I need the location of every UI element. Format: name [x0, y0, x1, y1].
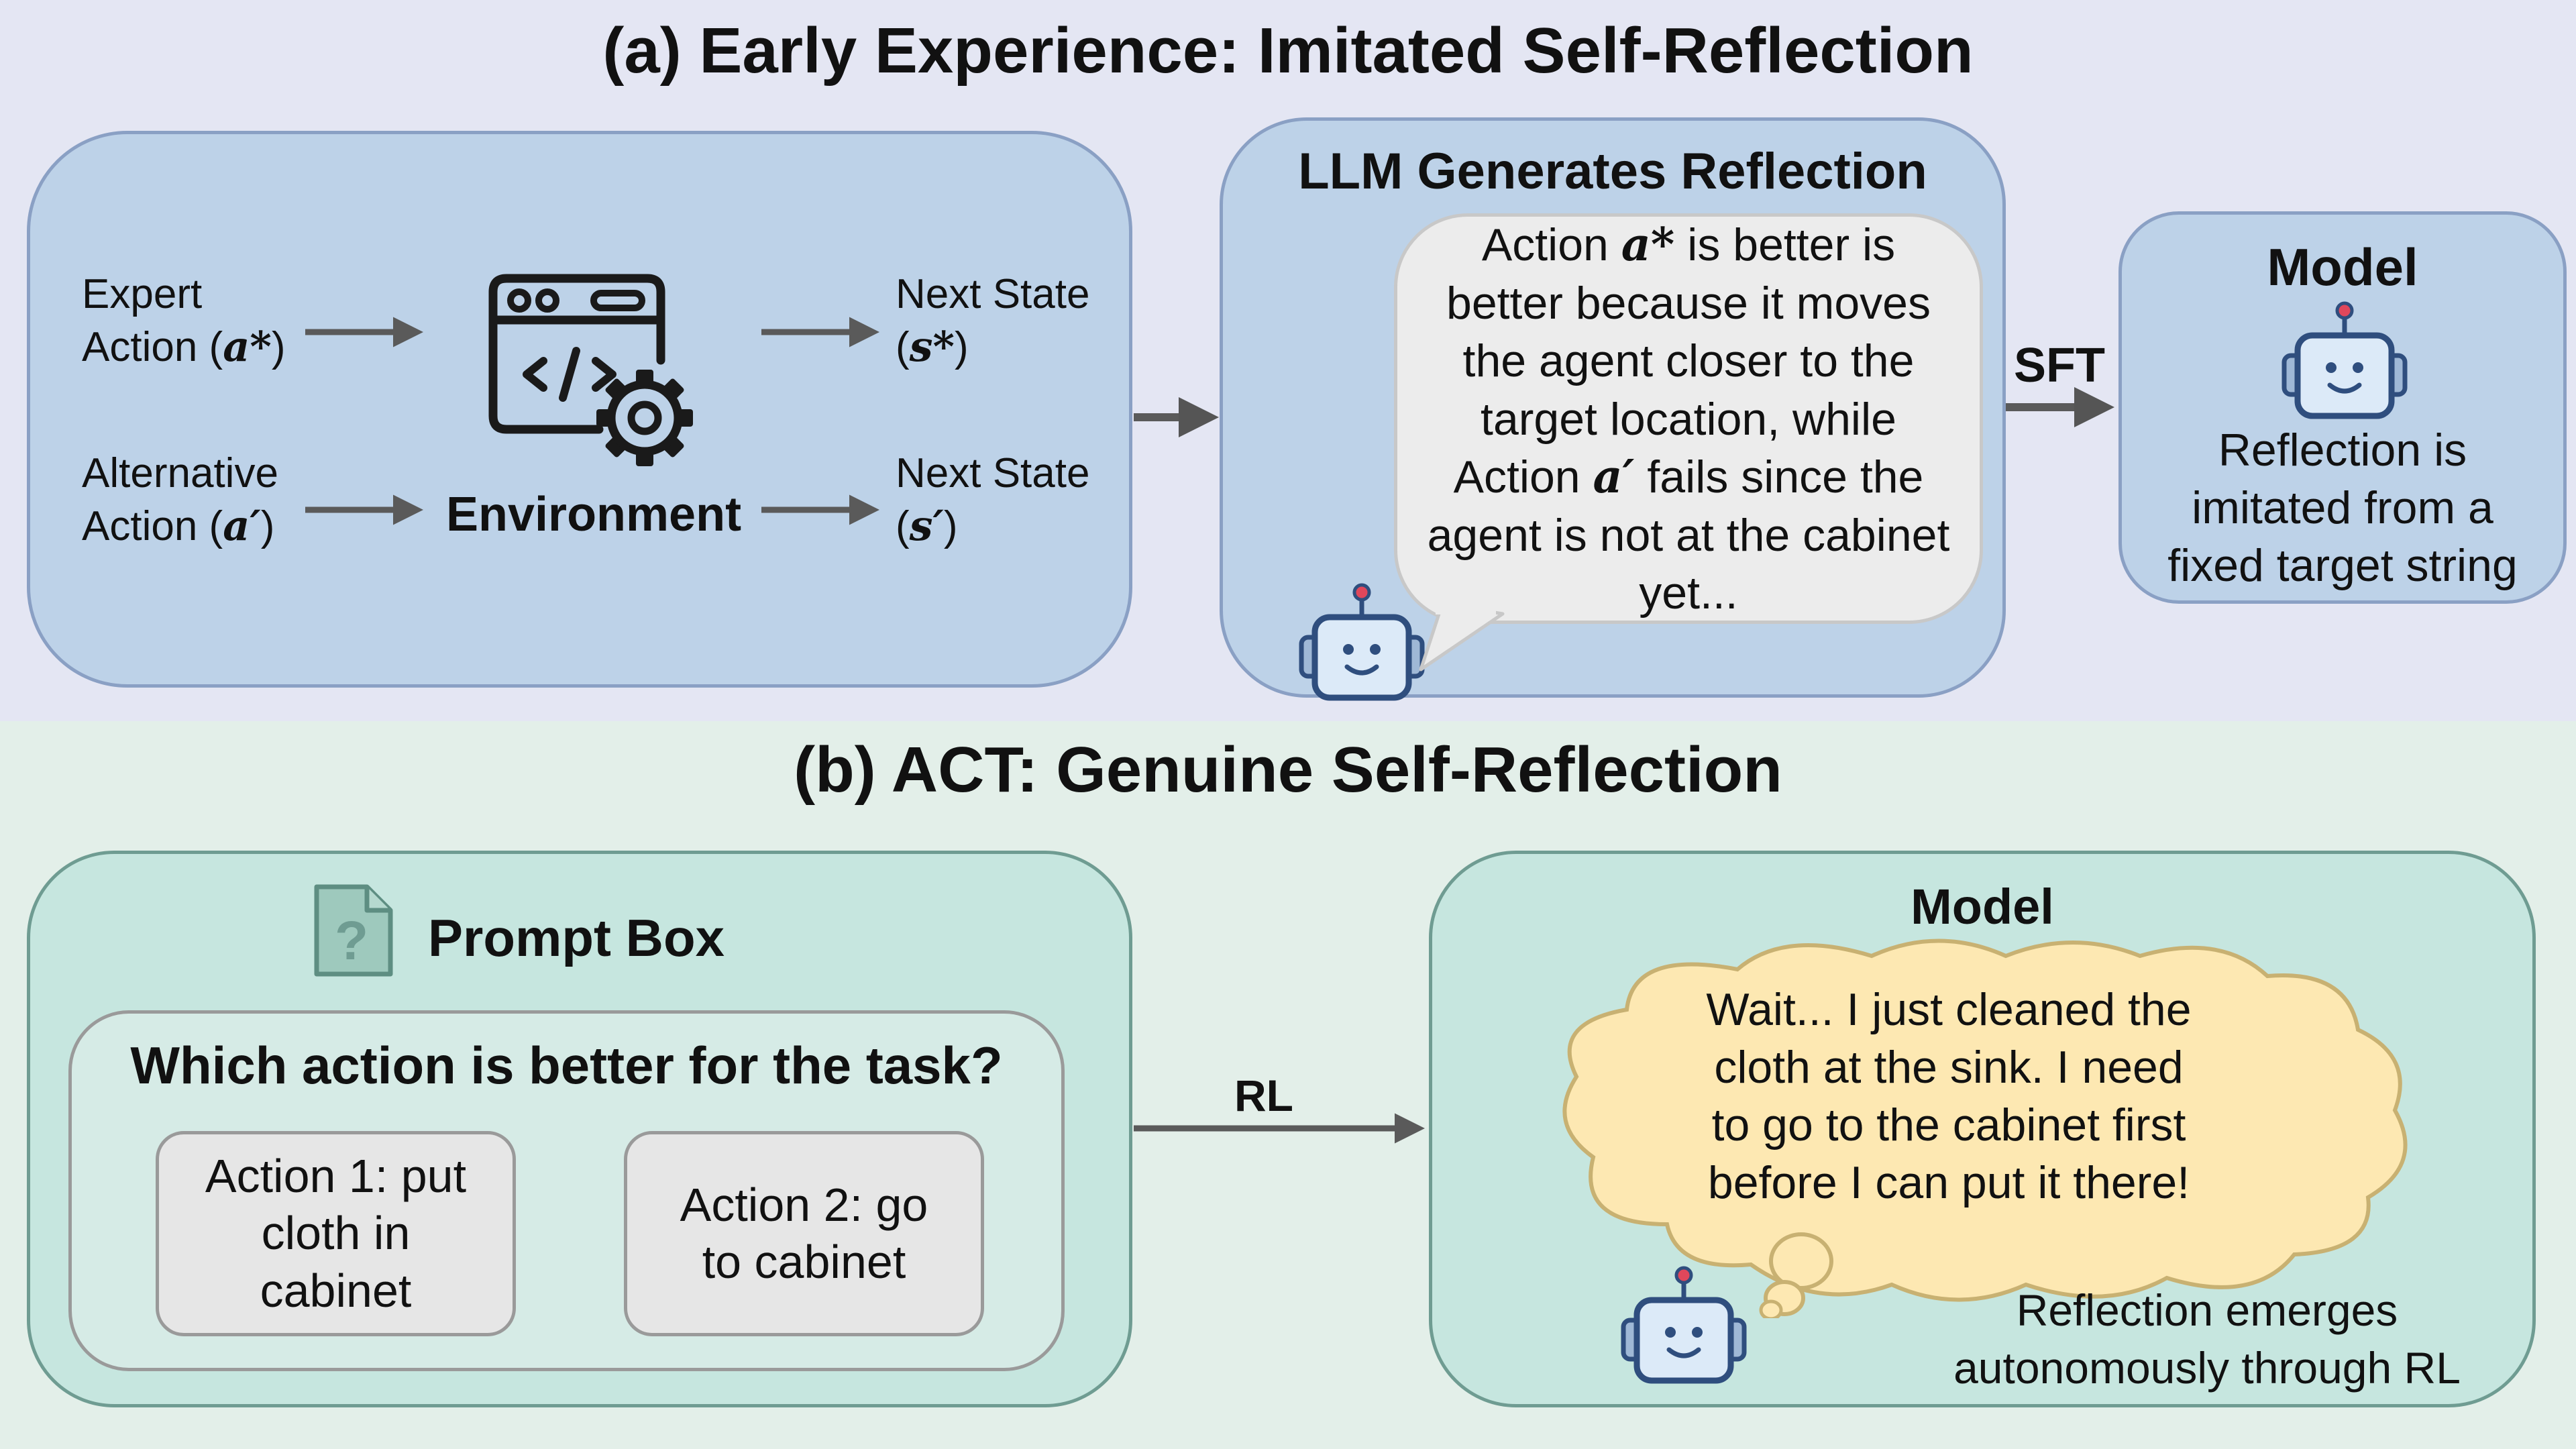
- reflection-speech-bubble: [1394, 213, 1983, 624]
- robot-icon: [2282, 301, 2408, 419]
- robot-icon: [1299, 583, 1425, 701]
- next-state-2-label: Next State (s′): [896, 450, 1090, 550]
- thought-cloud: [1562, 938, 2408, 1318]
- section-b-title: (b) ACT: Genuine Self-Reflection: [794, 734, 1782, 806]
- question-document-icon: ?: [314, 884, 393, 977]
- environment-panel: [27, 131, 1132, 688]
- action-option-2[interactable]: Action 2: go to cabinet: [624, 1131, 984, 1336]
- rl-label: RL: [1234, 1071, 1293, 1120]
- sft-model-panel: [2118, 211, 2567, 604]
- rl-model-title: Model: [1911, 879, 2054, 934]
- section-a-title: (a) Early Experience: Imitated Self-Refl…: [602, 15, 1974, 87]
- alternative-action-symbol: a′: [223, 500, 261, 550]
- code-window-gear-icon: [488, 274, 693, 466]
- sft-label: SFT: [2014, 339, 2105, 392]
- llm-panel-title: LLM Generates Reflection: [1298, 143, 1927, 200]
- reflection-text: Action a* is better is better because it…: [1427, 218, 1950, 619]
- thought-text: Wait... I just cleaned the cloth at the …: [1706, 984, 2192, 1208]
- next-state-1-symbol: s*: [909, 321, 955, 371]
- svg-text:?: ?: [335, 910, 368, 971]
- action-option-1[interactable]: Action 1: put cloth in cabinet: [156, 1131, 516, 1336]
- expert-action-symbol: a*: [223, 321, 272, 371]
- sft-model-description: Reflection is imitated from a fixed targ…: [2167, 425, 2518, 591]
- prompt-question: Which action is better for the task?: [130, 1036, 1003, 1095]
- robot-icon: [1621, 1266, 1747, 1384]
- alternative-action-label: Alternative Action (a′): [82, 450, 278, 550]
- next-state-2-symbol: s′: [909, 500, 944, 550]
- reflection-emerges-text: Reflection emerges autonomously through …: [1953, 1285, 2461, 1393]
- next-state-1-label: Next State (s*): [896, 271, 1090, 371]
- prompt-box-title: Prompt Box: [428, 908, 725, 967]
- environment-label: Environment: [446, 488, 742, 541]
- sft-model-title: Model: [2267, 237, 2418, 297]
- expert-action-label: Expert Action (a*): [82, 271, 286, 371]
